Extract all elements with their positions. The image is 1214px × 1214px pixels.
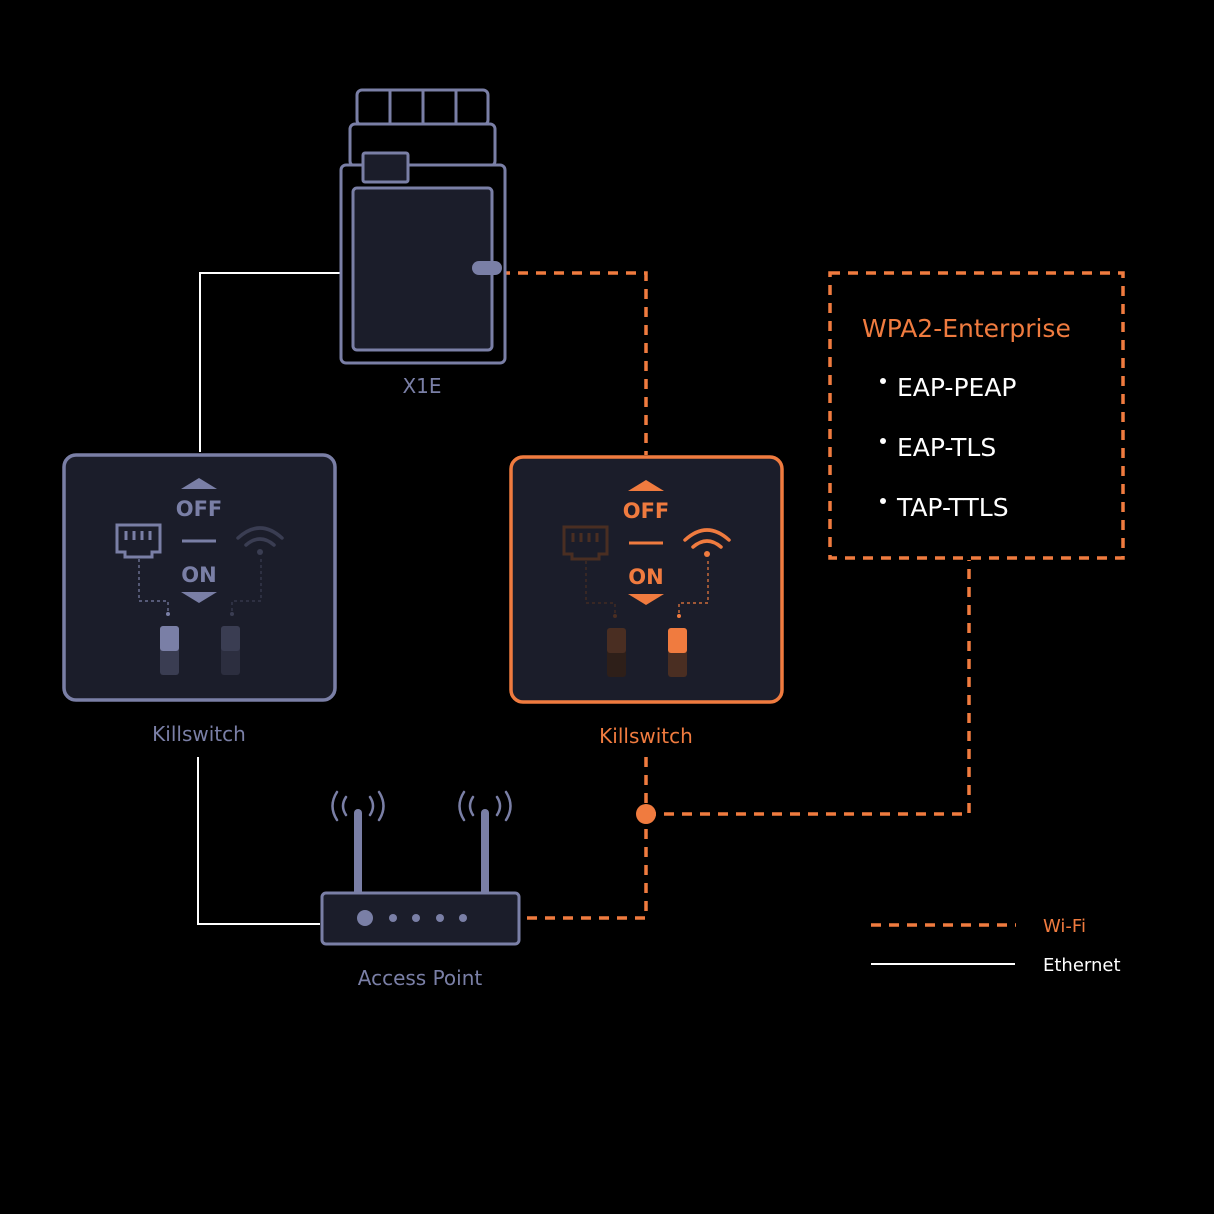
- wifi-icon: [683, 528, 731, 557]
- wifi-icon: [236, 526, 284, 555]
- wifi-connections: [500, 271, 971, 920]
- ap-led: [389, 914, 397, 922]
- killswitch-wifi: OFF ON: [509, 455, 784, 704]
- toggle-ethernet: [160, 626, 179, 675]
- off-label: OFF: [623, 499, 670, 523]
- printer-window: [351, 186, 494, 352]
- antenna-signal-icon: [331, 790, 385, 822]
- bullet-dot: [880, 438, 886, 444]
- bullet-dot: [880, 498, 886, 504]
- killswitch-wifi-label: Killswitch: [599, 724, 693, 748]
- switch-guide-lines: [585, 561, 709, 614]
- printer-x1e: [339, 88, 507, 365]
- ap-power-led: [357, 910, 373, 926]
- arrow-down-icon: [628, 594, 664, 605]
- arrow-up-icon: [628, 480, 664, 491]
- printer-label: X1E: [402, 374, 441, 398]
- ethernet-line-killswitch-to-ap: [197, 757, 320, 925]
- ethernet-port-icon: [562, 525, 609, 561]
- arrow-down-icon: [181, 592, 217, 603]
- toggle-ethernet: [607, 628, 626, 677]
- ethernet-port-icon: [115, 523, 162, 559]
- legend: Wi-Fi Ethernet: [871, 916, 1121, 976]
- security-title: WPA2-Enterprise: [862, 314, 1071, 343]
- arrow-up-icon: [181, 478, 217, 489]
- antenna-signal-icon: [458, 790, 512, 822]
- toggle-wifi: [668, 628, 687, 677]
- printer-handle: [472, 261, 502, 275]
- killswitch-ethernet: OFF ON: [62, 453, 337, 702]
- killswitch-ethernet-panel: [62, 453, 337, 702]
- access-point-body: [320, 891, 521, 946]
- killswitch-ethernet-label: Killswitch: [152, 722, 246, 746]
- security-box: WPA2-Enterprise EAP-PEAP EAP-TLS TAP-TTL…: [828, 271, 1125, 560]
- security-item: EAP-PEAP: [897, 373, 1017, 402]
- legend-wifi-label: Wi-Fi: [1043, 916, 1086, 937]
- access-point-label: Access Point: [358, 966, 483, 990]
- switch-guide-lines: [138, 559, 262, 612]
- security-box-border: [828, 271, 1125, 560]
- legend-ethernet-label: Ethernet: [1043, 955, 1121, 976]
- wifi-line-junction-to-security: [646, 560, 971, 816]
- ap-led: [459, 914, 467, 922]
- wifi-line-killswitch-to-ap: [522, 757, 648, 920]
- ap-led: [412, 914, 420, 922]
- access-point: [320, 790, 521, 946]
- ap-led: [436, 914, 444, 922]
- bullet-dot: [880, 378, 886, 384]
- off-label: OFF: [176, 497, 223, 521]
- ethernet-line-printer-to-killswitch: [199, 272, 340, 452]
- on-label: ON: [628, 565, 663, 589]
- on-label: ON: [181, 563, 216, 587]
- ethernet-connections: [197, 272, 340, 925]
- security-item: TAP-TTLS: [896, 493, 1009, 522]
- printer-screen: [361, 151, 410, 184]
- killswitch-wifi-panel: [509, 455, 784, 704]
- toggle-wifi: [221, 626, 240, 675]
- wifi-junction-dot: [636, 804, 656, 824]
- security-item: EAP-TLS: [897, 433, 996, 462]
- wifi-line-printer-to-killswitch: [500, 271, 648, 455]
